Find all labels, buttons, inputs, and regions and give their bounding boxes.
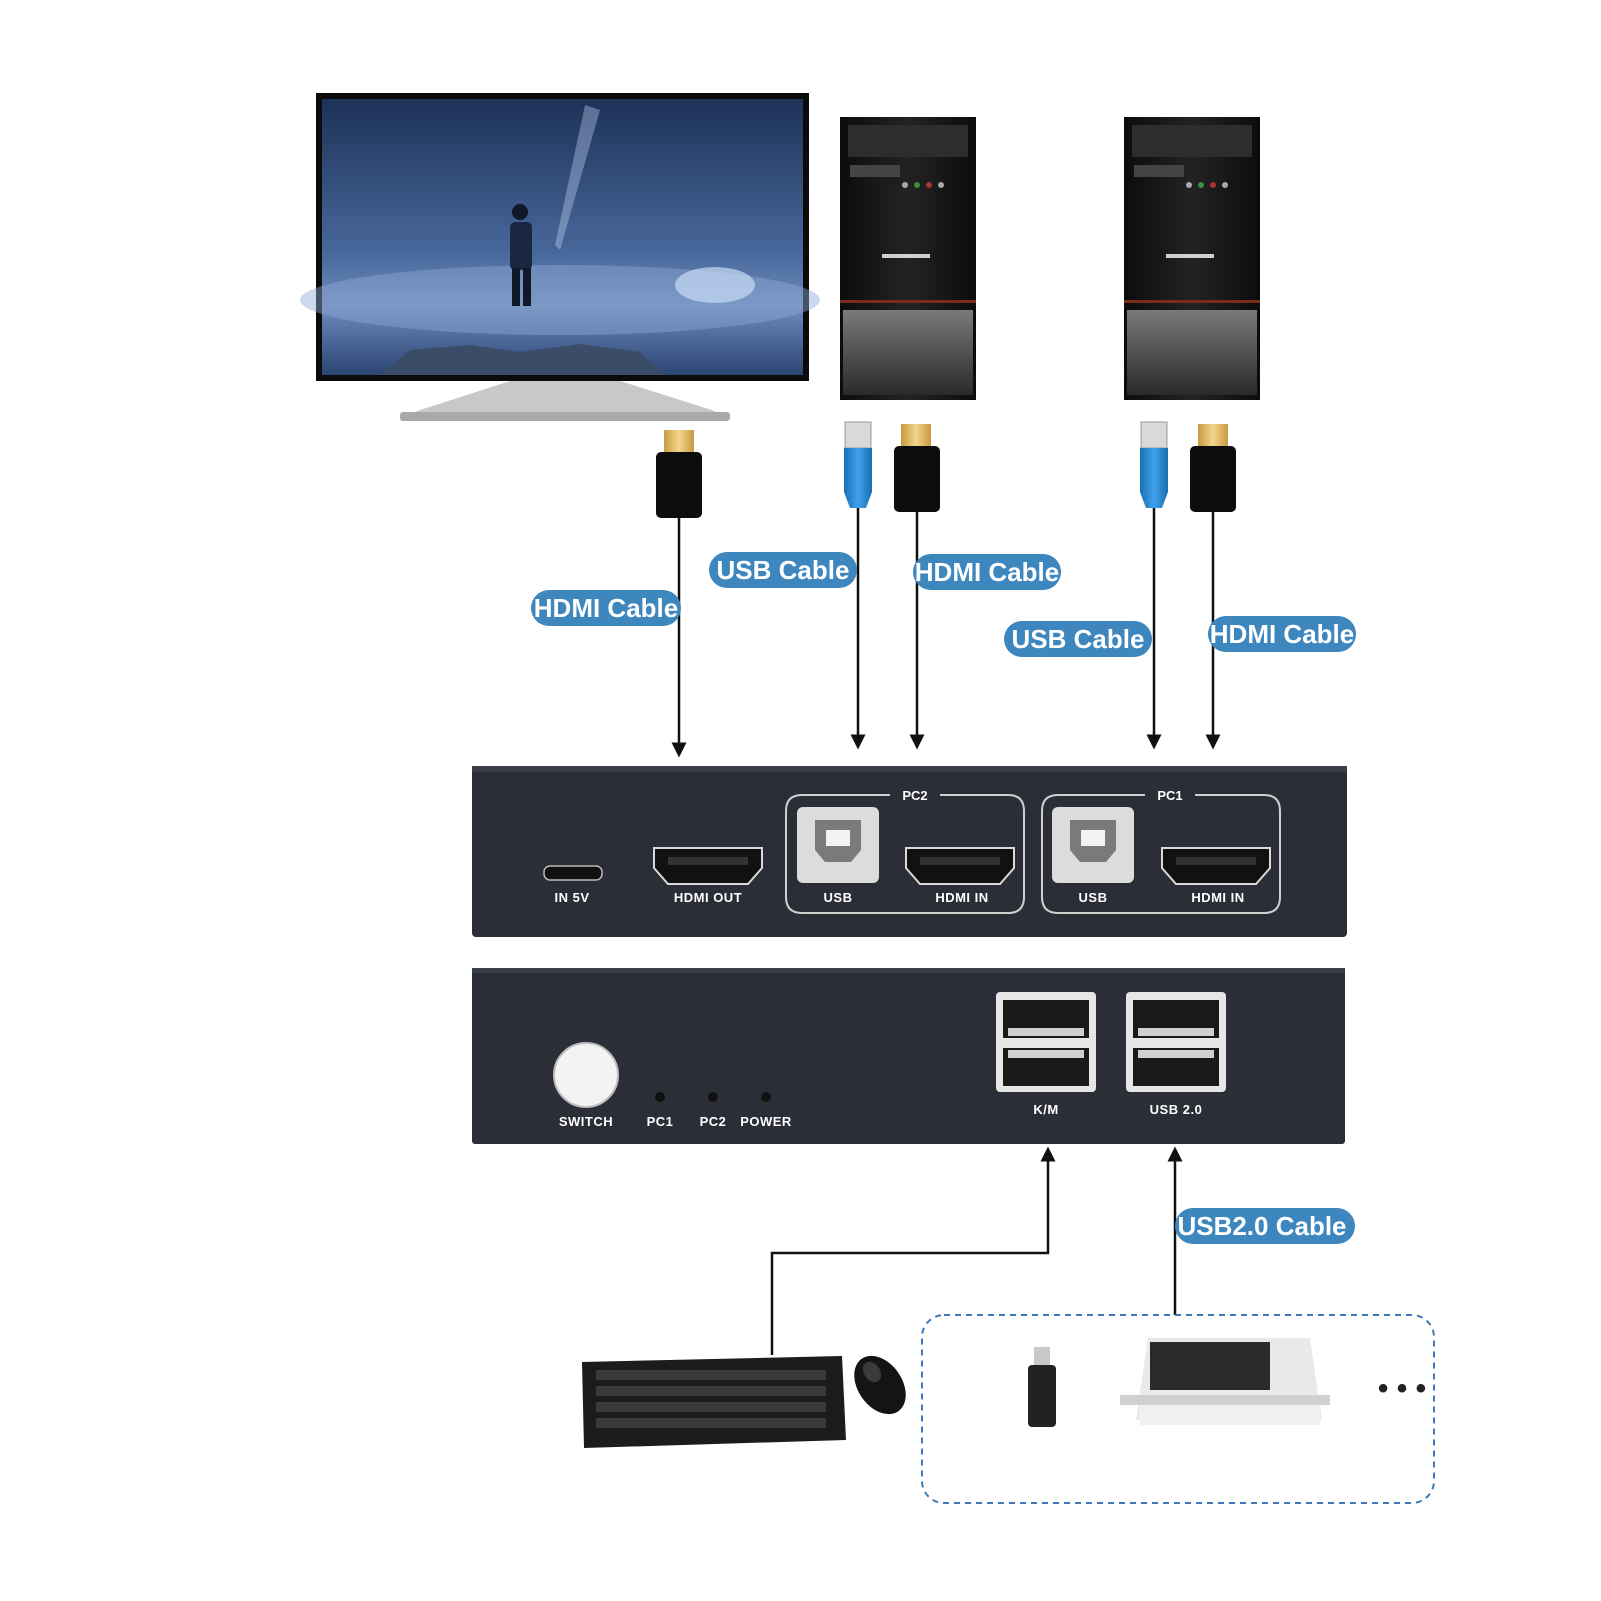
cable-label-pc2-usb: USB Cable [709, 552, 857, 588]
monitor-icon [300, 93, 820, 421]
pc2-tower-icon [840, 117, 976, 400]
port-label-in-5v: IN 5V [554, 890, 589, 905]
hdmi-out-port-icon [653, 847, 763, 885]
pc2-hdmi-connector-icon [894, 424, 940, 512]
port-label-km: K/M [1033, 1102, 1058, 1117]
cable-label-text: HDMI Cable [534, 593, 678, 623]
bottom-cable-arrows [770, 1146, 1183, 1355]
port-label-pc1-usb: USB [1079, 890, 1108, 905]
printer-icon [1120, 1338, 1330, 1425]
pc2-usb-connector-icon [844, 421, 872, 508]
port-label-pc1-hdmi-in: HDMI IN [1191, 890, 1244, 905]
switch-button[interactable] [553, 1042, 619, 1108]
cable-label-monitor-hdmi: HDMI Cable [531, 590, 681, 626]
cable-label-pc1-usb: USB Cable [1004, 621, 1152, 657]
cable-label-text: USB2.0 Cable [1177, 1211, 1346, 1241]
power-led-icon [761, 1092, 771, 1102]
port-label-usb2: USB 2.0 [1150, 1102, 1203, 1117]
micro-usb-port-icon [543, 865, 603, 881]
cable-label-usb2: USB2.0 Cable [1175, 1208, 1355, 1244]
mouse-icon [854, 1355, 906, 1415]
kvm-front-panel: SWITCH PC1 PC2 POWER K/M USB 2.0 [472, 968, 1345, 1144]
cable-label-pc1-hdmi: HDMI Cable [1208, 616, 1356, 652]
led-label-pc1: PC1 [647, 1114, 674, 1129]
pc1-tower-icon [1124, 117, 1260, 400]
port-label-pc2-hdmi-in: HDMI IN [935, 890, 988, 905]
usb-flash-drive-icon [1028, 1347, 1056, 1427]
pc1-group-label: PC1 [1157, 788, 1182, 803]
more-devices-ellipsis: • • • [1378, 1372, 1426, 1405]
km-cable-line [770, 1146, 1056, 1355]
monitor-hdmi-connector-icon [656, 430, 702, 518]
cable-label-pc2-hdmi: HDMI Cable [913, 554, 1061, 590]
led-label-pc2: PC2 [700, 1114, 727, 1129]
cable-label-text: USB Cable [717, 555, 850, 585]
port-label-pc2-usb: USB [824, 890, 853, 905]
switch-label: SWITCH [559, 1114, 613, 1129]
led-label-power: POWER [740, 1114, 792, 1129]
pc1-port-group: PC1 USB HDMI IN [1041, 788, 1281, 914]
pc1-led-icon [655, 1092, 665, 1102]
usb-b-port-icon [797, 807, 879, 883]
keyboard-icon [582, 1356, 846, 1448]
pc2-port-group: PC2 USB HDMI IN [785, 788, 1025, 914]
hdmi-in-port-icon [1161, 847, 1271, 885]
usb2-usb-a-ports-icon [1126, 992, 1226, 1092]
km-usb-a-ports-icon [996, 992, 1096, 1092]
pc1-usb-connector-icon [1140, 421, 1168, 508]
cable-label-text: HDMI Cable [1210, 619, 1354, 649]
usb-b-port-icon [1052, 807, 1134, 883]
hdmi-in-port-icon [905, 847, 1015, 885]
cable-label-text: HDMI Cable [915, 557, 1059, 587]
pc1-hdmi-connector-icon [1190, 424, 1236, 512]
pc2-led-icon [708, 1092, 718, 1102]
cable-label-text: USB Cable [1012, 624, 1145, 654]
port-label-hdmi-out: HDMI OUT [674, 890, 742, 905]
usb-peripherals-group: • • • [921, 1314, 1435, 1504]
kvm-back-panel: IN 5V HDMI OUT PC2 USB HDMI IN [472, 766, 1347, 937]
pc2-group-label: PC2 [902, 788, 927, 803]
